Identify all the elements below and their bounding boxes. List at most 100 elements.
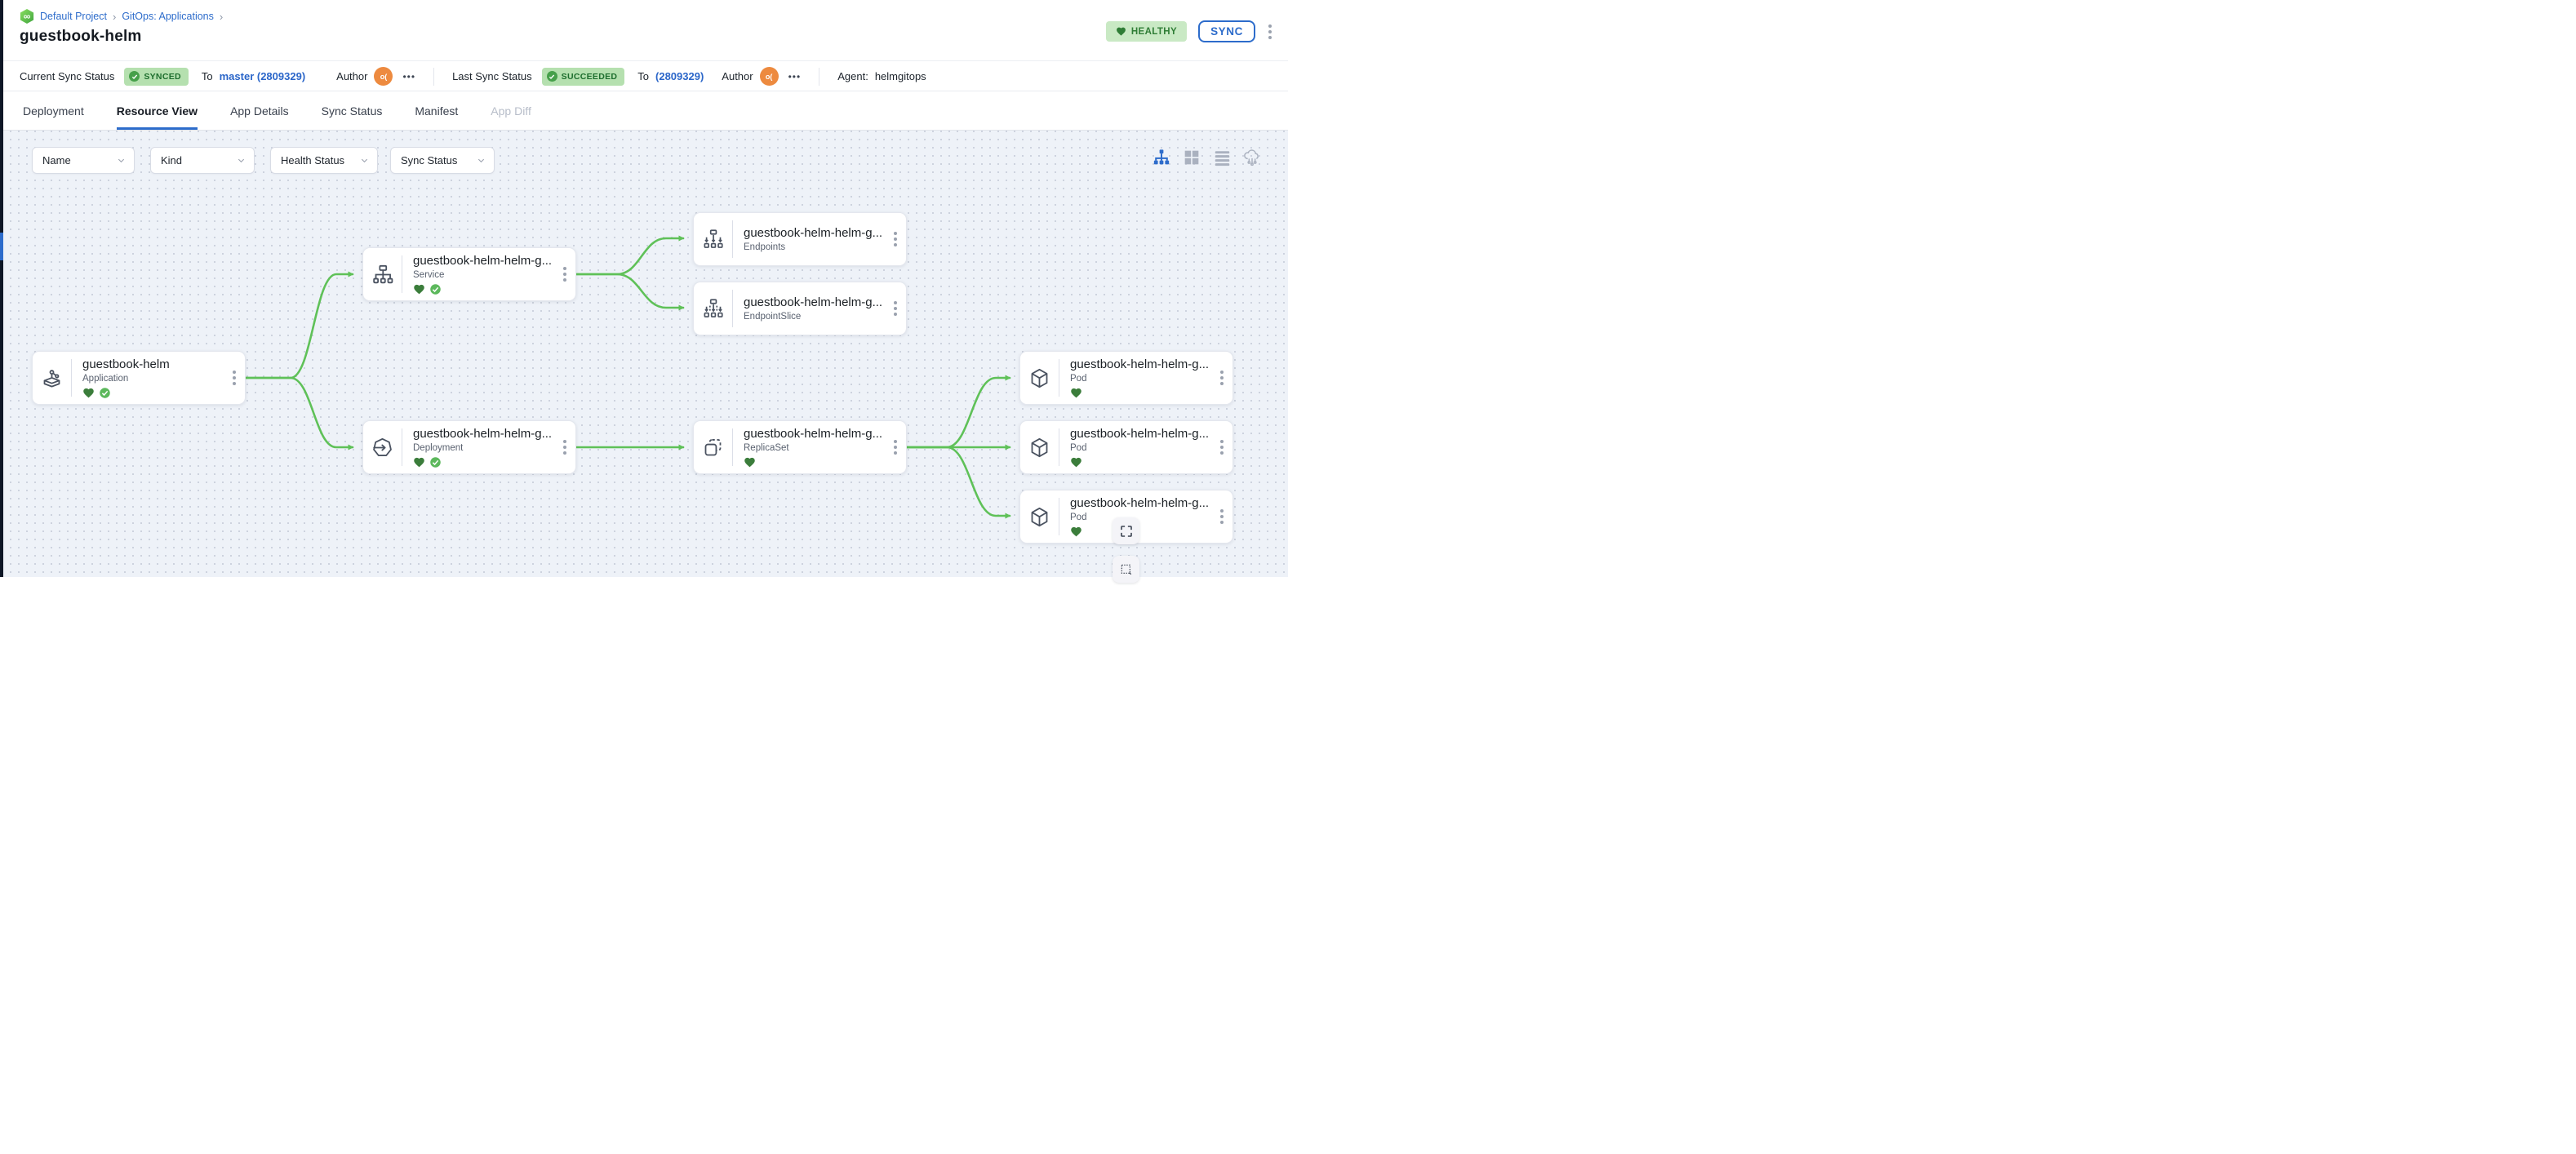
codefresh-logo-icon: ∞ (20, 9, 34, 24)
graph-edges (243, 235, 1011, 519)
endpoints-icon (694, 229, 732, 251)
health-status-filter-dropdown[interactable]: Health Status (270, 147, 378, 174)
node-kebab-menu-icon[interactable] (1219, 367, 1225, 388)
node-title: guestbook-helm-helm-g... (1070, 426, 1210, 441)
graph-node-service[interactable]: guestbook-helm-helm-g... Service (362, 247, 576, 301)
node-kind: Pod (1070, 373, 1087, 384)
deployment-icon (363, 437, 402, 459)
node-kind: ReplicaSet (744, 442, 789, 453)
network-view-icon[interactable] (1243, 149, 1261, 166)
tab-app-diff[interactable]: App Diff (491, 104, 531, 118)
chevron-down-icon (361, 158, 368, 163)
synced-check-icon (100, 387, 110, 398)
list-view-icon[interactable] (1213, 149, 1231, 166)
filter-label: Sync Status (401, 154, 458, 166)
filter-label: Name (42, 154, 71, 166)
divider (732, 220, 733, 258)
health-badge-label: HEALTHY (1130, 26, 1178, 37)
pod-icon (1020, 506, 1059, 528)
divider (732, 290, 733, 327)
node-title: guestbook-helm-helm-g... (744, 295, 883, 309)
node-kind: EndpointSlice (744, 312, 802, 322)
resource-graph-canvas[interactable]: Name Kind Health Status Sync Status (3, 131, 1288, 583)
tab-deployment[interactable]: Deployment (23, 104, 84, 118)
node-kebab-menu-icon[interactable] (1219, 437, 1225, 458)
node-title: guestbook-helm-helm-g... (744, 226, 883, 240)
node-kebab-menu-icon[interactable] (892, 229, 899, 250)
node-kebab-menu-icon[interactable] (1219, 506, 1225, 527)
current-revision-link[interactable]: master (2809329) (219, 70, 306, 82)
to-label: To (637, 70, 650, 82)
tab-bar: Deployment Resource View App Details Syn… (3, 92, 1288, 131)
graph-node-pod-2[interactable]: guestbook-helm-helm-g... Pod (1019, 420, 1233, 474)
divider (433, 67, 435, 86)
node-kind: Service (413, 269, 445, 280)
node-kebab-menu-icon[interactable] (562, 437, 568, 458)
node-kebab-menu-icon[interactable] (892, 437, 899, 458)
author-avatar[interactable]: o( (759, 67, 779, 86)
tree-view-icon[interactable] (1153, 149, 1170, 166)
node-title: guestbook-helm-helm-g... (1070, 495, 1210, 510)
graph-node-endpointslice[interactable]: guestbook-helm-helm-g... EndpointSlice (693, 282, 907, 335)
kind-filter-dropdown[interactable]: Kind (150, 147, 255, 174)
fit-view-button[interactable] (1113, 517, 1139, 544)
synced-check-icon (430, 283, 441, 295)
last-sync-status-label: Last Sync Status (452, 70, 532, 82)
tab-resource-view[interactable]: Resource View (116, 92, 198, 130)
more-ellipsis-icon[interactable]: ••• (402, 70, 416, 82)
node-kebab-menu-icon[interactable] (231, 367, 238, 388)
node-kebab-menu-icon[interactable] (562, 264, 568, 285)
tab-app-details[interactable]: App Details (230, 104, 289, 118)
graph-node-replicaset[interactable]: guestbook-helm-helm-g... ReplicaSet (693, 420, 907, 474)
name-filter-dropdown[interactable]: Name (32, 147, 135, 174)
node-kebab-menu-icon[interactable] (892, 298, 899, 319)
pod-icon (1020, 367, 1059, 389)
author-avatar[interactable]: o( (374, 67, 393, 86)
succeeded-badge: SUCCEEDED (541, 67, 625, 86)
sync-button[interactable]: SYNC (1198, 20, 1255, 42)
sidebar-active-indicator (0, 233, 3, 260)
replicaset-icon (694, 437, 732, 459)
healthy-heart-icon (83, 388, 94, 397)
graph-node-pod-1[interactable]: guestbook-helm-helm-g... Pod (1019, 351, 1233, 405)
node-title: guestbook-helm-helm-g... (413, 426, 553, 441)
node-kind: Deployment (413, 442, 464, 453)
agent-value: helmgitops (874, 70, 926, 82)
sync-status-bar: Current Sync Status SYNCED To master (28… (3, 62, 1288, 91)
chevron-down-icon (477, 158, 485, 163)
tab-sync-status[interactable]: Sync Status (321, 104, 383, 118)
collapsed-sidebar (0, 0, 3, 577)
endpointslice-icon (694, 298, 732, 320)
author-label: Author (336, 70, 368, 82)
graph-node-deployment[interactable]: guestbook-helm-helm-g... Deployment (362, 420, 576, 474)
node-kind: Pod (1070, 442, 1087, 453)
divider (71, 359, 72, 397)
divider (732, 428, 733, 466)
dashed-selection-icon (1121, 564, 1131, 575)
more-ellipsis-icon[interactable]: ••• (788, 70, 802, 82)
graph-node-pod-3[interactable]: guestbook-helm-helm-g... Pod (1019, 490, 1233, 544)
fit-screen-icon (1120, 525, 1132, 537)
graph-node-endpoints[interactable]: guestbook-helm-helm-g... Endpoints (693, 212, 907, 266)
kebab-menu-icon[interactable] (1267, 21, 1273, 42)
healthy-heart-icon (1071, 526, 1081, 536)
tab-manifest[interactable]: Manifest (415, 104, 459, 118)
node-title: guestbook-helm-helm-g... (1070, 357, 1210, 371)
filter-label: Health Status (281, 154, 345, 166)
breadcrumb-project[interactable]: Default Project (40, 11, 107, 22)
breadcrumb-section[interactable]: GitOps: Applications (122, 11, 214, 22)
view-toggle-group (1153, 149, 1261, 166)
grid-view-icon[interactable] (1183, 149, 1201, 166)
chevron-down-icon (118, 158, 125, 163)
graph-node-application[interactable]: guestbook-helm Application (32, 351, 246, 405)
filter-label: Kind (161, 154, 183, 166)
selection-tool-button[interactable] (1113, 556, 1139, 583)
node-kind: Pod (1070, 512, 1087, 522)
node-title: guestbook-helm (82, 357, 170, 371)
last-revision-link[interactable]: (2809329) (655, 70, 704, 82)
node-title: guestbook-helm-helm-g... (744, 426, 883, 441)
sync-status-filter-dropdown[interactable]: Sync Status (390, 147, 495, 174)
breadcrumb-separator: › (112, 10, 117, 23)
node-kind: Application (82, 373, 129, 384)
page-title: guestbook-helm (20, 28, 142, 45)
